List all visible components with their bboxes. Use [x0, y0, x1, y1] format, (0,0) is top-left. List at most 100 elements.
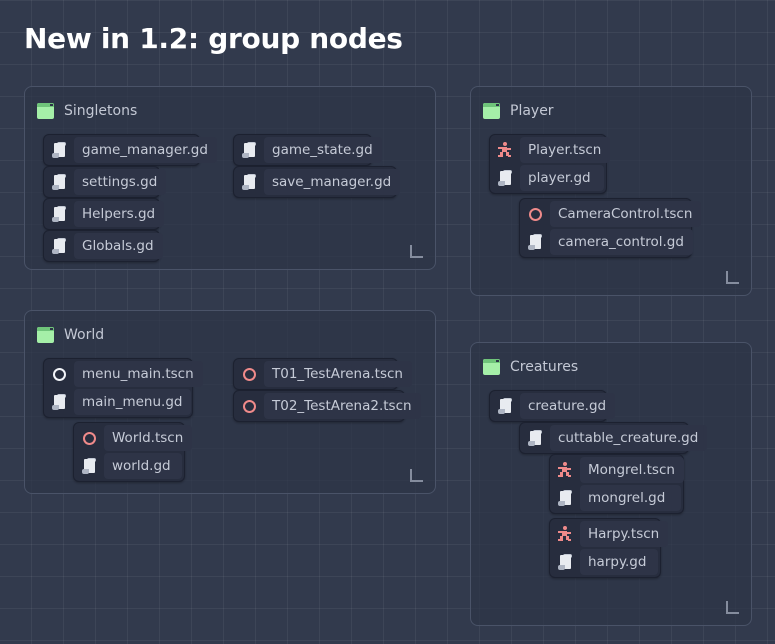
group-title: Singletons [64, 103, 138, 119]
script-icon [497, 170, 513, 186]
file-node-label: Globals.gd [74, 233, 163, 259]
script-icon [51, 206, 67, 222]
file-node-icon-cell [46, 389, 72, 415]
file-node-row[interactable]: Mongrel.tscn [552, 457, 684, 483]
file-node-card[interactable]: T01_TestArena.tscn [233, 358, 412, 390]
group-icon [37, 103, 54, 119]
file-node-row[interactable]: CameraControl.tscn [522, 201, 702, 227]
script-icon [527, 234, 543, 250]
file-node-icon-cell [76, 425, 102, 451]
file-node-label: camera_control.gd [550, 229, 693, 255]
file-node-row[interactable]: main_menu.gd [46, 389, 192, 415]
file-node-row[interactable]: T02_TestArena2.tscn [236, 393, 421, 419]
file-node-row[interactable]: creature.gd [492, 393, 616, 419]
file-node-icon-cell [46, 201, 72, 227]
group-icon [483, 103, 500, 119]
file-node-row[interactable]: Player.tscn [492, 137, 611, 163]
file-node-icon-cell [522, 229, 548, 255]
file-node-label: Harpy.tscn [580, 521, 669, 547]
file-node-card[interactable]: settings.gd [43, 166, 167, 198]
script-icon [81, 458, 97, 474]
file-node-icon-cell [522, 201, 548, 227]
script-icon [51, 238, 67, 254]
file-node-card[interactable]: T02_TestArena2.tscn [233, 390, 421, 422]
file-node-label: main_menu.gd [74, 389, 192, 415]
file-node-icon-cell [552, 457, 578, 483]
file-node-icon-cell [552, 549, 578, 575]
file-node-row[interactable]: camera_control.gd [522, 229, 693, 255]
file-node-label: save_manager.gd [264, 169, 401, 195]
file-node-row[interactable]: Globals.gd [46, 233, 163, 259]
group-header[interactable]: Singletons [37, 103, 137, 119]
file-node-label: cuttable_creature.gd [550, 425, 708, 451]
file-node-row[interactable]: mongrel.gd [552, 485, 681, 511]
resize-handle[interactable] [726, 601, 739, 614]
file-node-row[interactable]: harpy.gd [552, 549, 658, 575]
file-node-icon-cell [236, 137, 262, 163]
file-node-label: Mongrel.tscn [580, 457, 684, 483]
script-icon [241, 174, 257, 190]
resize-handle[interactable] [726, 271, 739, 284]
file-node-row[interactable]: Harpy.tscn [552, 521, 669, 547]
resize-handle[interactable] [410, 469, 423, 482]
file-node-card[interactable]: save_manager.gd [233, 166, 401, 198]
file-node-icon-cell [46, 233, 72, 259]
file-node-card[interactable]: Globals.gd [43, 230, 163, 262]
group-title: Player [510, 103, 554, 119]
script-icon [497, 398, 513, 414]
script-icon [557, 554, 573, 570]
file-node-label: Player.tscn [520, 137, 611, 163]
file-node-label: game_manager.gd [74, 137, 217, 163]
group-header[interactable]: World [37, 327, 104, 343]
scene-ring-icon [242, 399, 256, 413]
file-node-label: menu_main.tscn [74, 361, 203, 387]
file-node-card[interactable]: Helpers.gd [43, 198, 165, 230]
character-body-icon [557, 526, 573, 542]
file-node-row[interactable]: world.gd [76, 453, 182, 479]
script-icon [51, 142, 67, 158]
file-node-label: CameraControl.tscn [550, 201, 702, 227]
file-node-card[interactable]: game_state.gd [233, 134, 382, 166]
file-node-row[interactable]: World.tscn [76, 425, 193, 451]
file-node-card[interactable]: creature.gd [489, 390, 616, 422]
file-node-label: T01_TestArena.tscn [264, 361, 412, 387]
file-node-row[interactable]: menu_main.tscn [46, 361, 203, 387]
file-node-icon-cell [492, 165, 518, 191]
group-header[interactable]: Creatures [483, 359, 578, 375]
script-icon [241, 142, 257, 158]
file-node-label: mongrel.gd [580, 485, 681, 511]
file-node-card[interactable]: cuttable_creature.gd [519, 422, 708, 454]
file-node-icon-cell [492, 393, 518, 419]
file-node-row[interactable]: Helpers.gd [46, 201, 165, 227]
scene-ring-icon-white [52, 367, 66, 381]
file-node-row[interactable]: settings.gd [46, 169, 167, 195]
file-node-icon-cell [522, 425, 548, 451]
file-node-icon-cell [552, 485, 578, 511]
scene-ring-icon [242, 367, 256, 381]
file-node-row[interactable]: game_state.gd [236, 137, 382, 163]
file-node-row[interactable]: game_manager.gd [46, 137, 217, 163]
file-node-card[interactable]: game_manager.gd [43, 134, 217, 166]
group-icon [37, 327, 54, 343]
file-node-label: settings.gd [74, 169, 167, 195]
group-header[interactable]: Player [483, 103, 554, 119]
group-node[interactable]: Creatures creature.gd cuttable_creature.gd… [470, 342, 752, 626]
file-node-row[interactable]: cuttable_creature.gd [522, 425, 708, 451]
file-node-row[interactable]: T01_TestArena.tscn [236, 361, 412, 387]
file-node-icon-cell [76, 453, 102, 479]
file-node-row[interactable]: save_manager.gd [236, 169, 401, 195]
file-node-row[interactable]: player.gd [492, 165, 604, 191]
file-node-label: World.tscn [104, 425, 193, 451]
resize-handle[interactable] [410, 245, 423, 258]
script-icon [51, 394, 67, 410]
